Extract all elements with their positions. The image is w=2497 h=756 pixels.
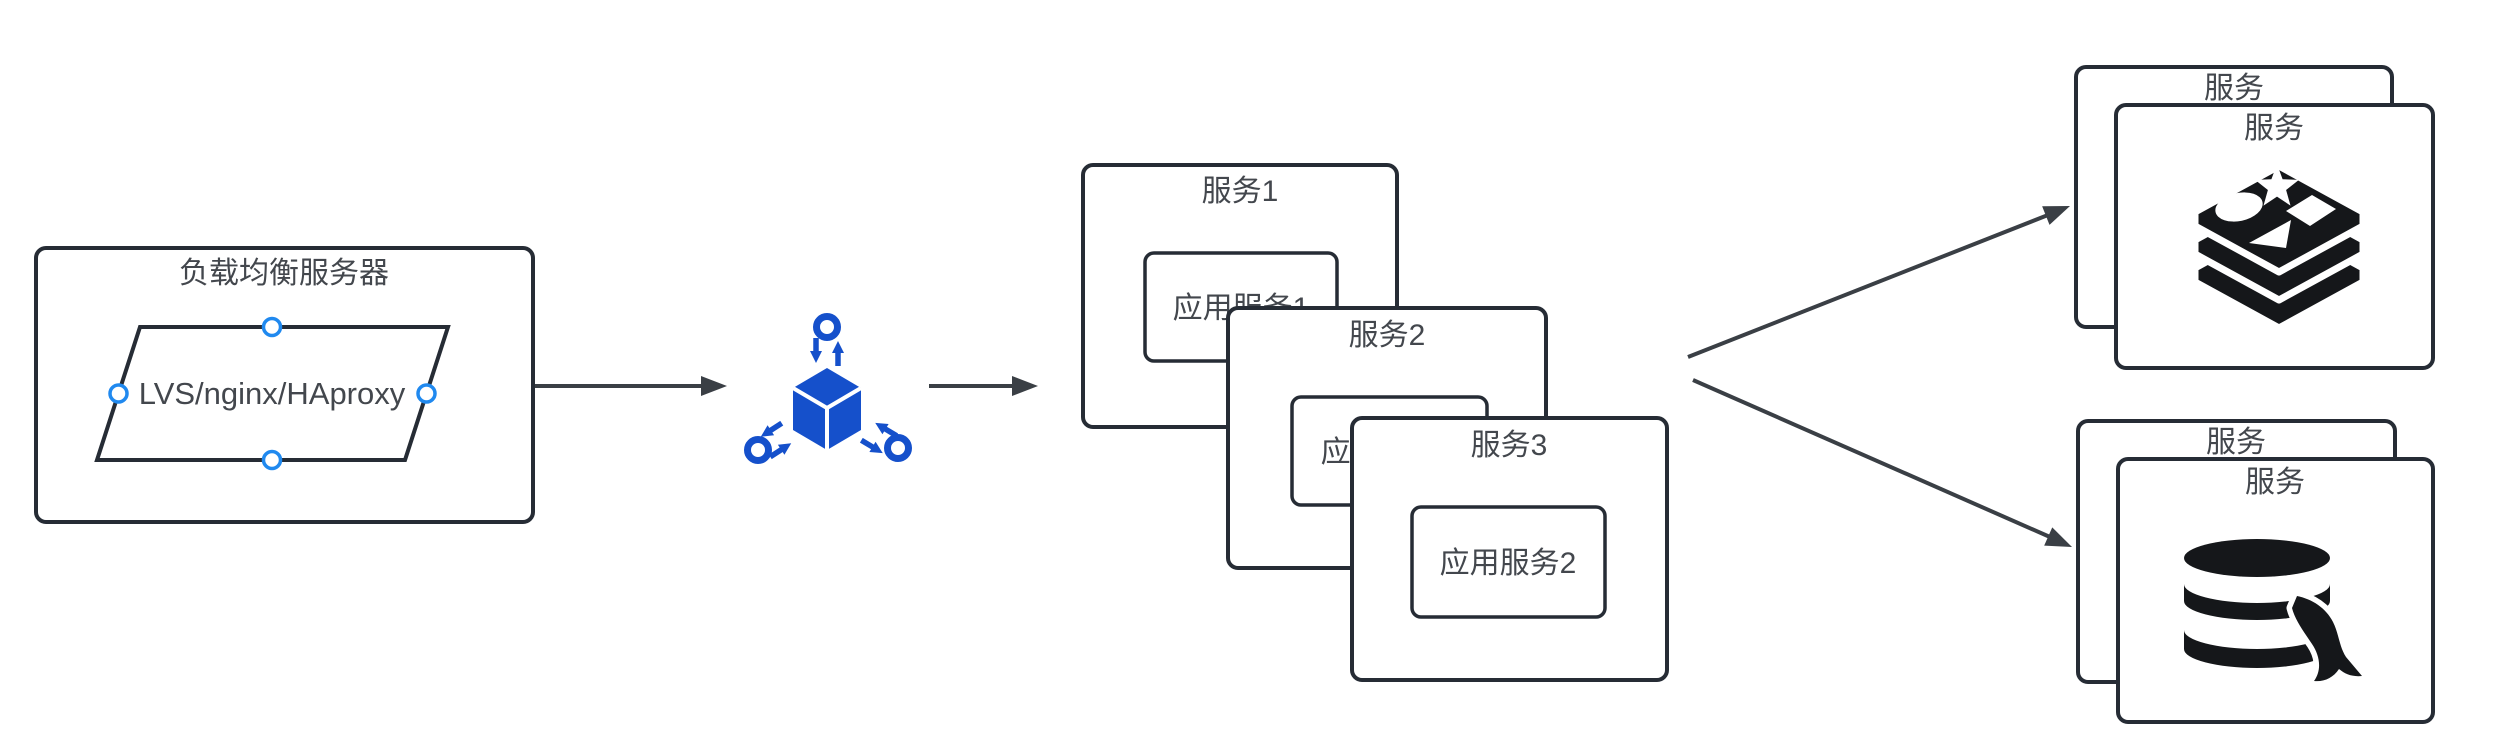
arrowhead — [2042, 206, 2070, 225]
arrowhead — [1012, 376, 1038, 396]
service-2-label: 服务2 — [1349, 319, 1426, 352]
db-cylinder-top — [2184, 539, 2330, 577]
connector-distribution-to-services[interactable] — [929, 376, 1038, 396]
distribution-cube-icon[interactable] — [744, 313, 912, 464]
service-1-label: 服务1 — [1202, 175, 1279, 208]
service-3-label: 服务3 — [1471, 429, 1548, 462]
connection-point-left[interactable] — [108, 383, 129, 404]
connector-services-to-cache[interactable] — [1687, 197, 2074, 359]
load-balancer-parallelogram[interactable]: LVS/nginx/HAproxy — [94, 325, 451, 462]
cache-front-label: 服务 — [2244, 112, 2304, 145]
redis-diamond-cutout — [2286, 195, 2336, 226]
redis-star-cutout — [2255, 164, 2299, 206]
cube-right-ring — [884, 434, 912, 462]
app-server-3-box[interactable] — [1410, 505, 1607, 619]
connection-point-right[interactable] — [416, 383, 437, 404]
connection-point-bottom[interactable] — [261, 449, 283, 471]
connection-points[interactable] — [108, 316, 437, 471]
dolphin-body — [2292, 596, 2362, 682]
redis-icon — [2191, 162, 2367, 332]
connector-line[interactable] — [1692, 378, 2051, 539]
exchange-arrows-top — [810, 338, 844, 366]
load-balancer-node[interactable]: 负载均衡服务器 LVS/nginx/HAproxy — [34, 246, 535, 524]
cube-edges — [791, 386, 863, 450]
mysql-dolphin-icon — [2184, 539, 2368, 687]
service-3-node[interactable]: 服务3 应用服务2 — [1350, 416, 1669, 682]
cache-back-label: 服务 — [2204, 72, 2264, 105]
load-balancer-shape-label: LVS/nginx/HAproxy — [139, 376, 406, 411]
load-balancer-title: 负载均衡服务器 — [179, 257, 389, 290]
cache-service-group[interactable]: 服务 服务 — [2074, 65, 2435, 370]
app-server-3-label: 应用服务2 — [1440, 547, 1577, 580]
arrowhead — [701, 376, 727, 396]
cube-top-ring — [813, 313, 841, 341]
database-back-label: 服务 — [2206, 426, 2266, 459]
cube-left-ring — [744, 436, 772, 464]
database-service-group[interactable]: 服务 服务 — [2076, 419, 2435, 724]
redis-layer-top — [2191, 162, 2367, 276]
arrowhead — [2044, 527, 2072, 547]
connector-line[interactable] — [1687, 213, 2049, 359]
redis-triangle-cutout — [2249, 220, 2291, 248]
connector-lb-to-distribution[interactable] — [535, 376, 727, 396]
redis-circle-cutout — [2215, 192, 2263, 222]
db-cylinder-band-2 — [2184, 630, 2330, 668]
database-front-label: 服务 — [2245, 466, 2305, 499]
connector-services-to-database[interactable] — [1692, 378, 2076, 556]
parallelogram-shape[interactable] — [94, 325, 451, 462]
connection-point-top[interactable] — [261, 316, 283, 338]
